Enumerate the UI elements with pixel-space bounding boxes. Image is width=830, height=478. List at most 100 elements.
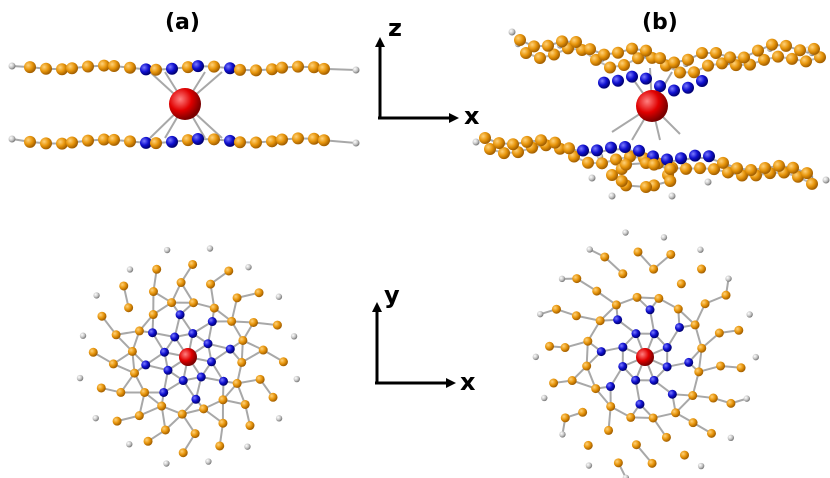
hydrogen-atom xyxy=(725,275,732,282)
nitrogen-atom xyxy=(649,375,659,385)
carbon-atom xyxy=(734,325,744,335)
nitrogen-atom xyxy=(178,376,188,386)
nitrogen-atom xyxy=(668,84,680,97)
carbon-atom xyxy=(697,264,707,274)
carbon-atom xyxy=(108,60,120,73)
carbon-atom xyxy=(570,35,582,48)
carbon-atom xyxy=(618,269,628,279)
side-view-b xyxy=(472,28,830,200)
carbon-atom xyxy=(582,361,592,371)
nitrogen-atom xyxy=(645,305,655,315)
hydrogen-atom xyxy=(205,458,212,465)
carbon-atom xyxy=(611,300,621,310)
carbon-atom xyxy=(694,162,706,175)
carbon-atom xyxy=(726,398,736,408)
hydrogen-atom xyxy=(8,62,16,70)
carbon-atom xyxy=(493,137,505,150)
carbon-atom xyxy=(584,43,596,56)
carbon-atom xyxy=(671,408,681,418)
carbon-atom xyxy=(572,274,582,284)
carbon-atom xyxy=(258,345,268,355)
carbon-atom xyxy=(752,44,764,57)
x-axis-label-top: x xyxy=(464,102,480,130)
carbon-atom xyxy=(116,387,126,397)
carbon-atom xyxy=(780,39,792,52)
carbon-atom xyxy=(600,252,610,262)
hydrogen-atom xyxy=(586,246,593,253)
carbon-atom xyxy=(276,61,288,74)
nitrogen-atom xyxy=(633,144,645,157)
carbon-atom xyxy=(157,401,167,411)
carbon-atom xyxy=(88,347,98,357)
carbon-atom xyxy=(97,311,107,321)
carbon-atom xyxy=(234,63,246,76)
carbon-atom xyxy=(98,133,110,146)
carbon-atom xyxy=(167,298,177,308)
metal-atom xyxy=(179,348,197,366)
carbon-atom xyxy=(722,166,734,179)
carbon-atom xyxy=(255,374,265,384)
carbon-atom xyxy=(209,303,219,313)
carbon-atom xyxy=(598,48,610,61)
carbon-atom xyxy=(111,330,121,340)
nitrogen-atom xyxy=(577,144,589,157)
hydrogen-atom xyxy=(126,266,134,273)
x-axis-label-bottom: x xyxy=(460,368,476,396)
carbon-atom xyxy=(96,383,106,393)
hydrogen-atom xyxy=(79,332,87,339)
carbon-atom xyxy=(148,310,158,320)
carbon-atom xyxy=(528,40,540,53)
carbon-atom xyxy=(582,156,594,169)
nitrogen-atom xyxy=(606,382,616,392)
carbon-atom xyxy=(178,448,188,458)
nitrogen-atom xyxy=(598,76,610,89)
carbon-atom xyxy=(620,158,632,171)
carbon-atom xyxy=(731,162,743,175)
carbon-atom xyxy=(787,161,799,174)
hydrogen-atom xyxy=(93,292,100,299)
carbon-atom xyxy=(647,458,657,468)
carbon-atom xyxy=(592,286,602,296)
metal-atom xyxy=(636,348,654,366)
carbon-atom xyxy=(640,181,652,193)
carbon-atom xyxy=(714,328,724,338)
carbon-atom xyxy=(571,311,581,321)
nitrogen-atom xyxy=(605,141,617,154)
carbon-atom xyxy=(82,60,94,73)
carbon-atom xyxy=(292,60,304,73)
y-axis-label: y xyxy=(384,281,400,309)
carbon-atom xyxy=(112,416,122,426)
nitrogen-atom xyxy=(218,376,228,386)
carbon-atom xyxy=(706,428,716,438)
carbon-atom xyxy=(318,134,330,147)
hydrogen-atom xyxy=(352,139,360,147)
carbon-atom xyxy=(649,264,659,274)
hydrogen-atom xyxy=(508,28,516,36)
hydrogen-atom xyxy=(704,178,712,186)
carbon-atom xyxy=(535,134,547,147)
carbon-atom xyxy=(688,418,698,428)
carbon-atom xyxy=(254,288,264,298)
nitrogen-atom xyxy=(141,360,151,370)
carbon-atom xyxy=(549,378,559,388)
panel-label-a: (a) xyxy=(165,10,200,35)
nitrogen-atom xyxy=(613,315,623,325)
carbon-atom xyxy=(232,378,242,388)
nitrogen-atom xyxy=(170,332,180,342)
nitrogen-atom xyxy=(618,342,628,352)
carbon-atom xyxy=(56,63,68,76)
carbon-atom xyxy=(591,384,601,394)
carbon-atom xyxy=(618,59,630,72)
nitrogen-atom xyxy=(596,347,606,357)
hydrogen-atom xyxy=(608,192,616,200)
carbon-atom xyxy=(148,287,158,297)
nitrogen-atom xyxy=(224,134,236,147)
carbon-atom xyxy=(208,60,220,73)
carbon-atom xyxy=(664,163,677,175)
carbon-atom xyxy=(206,279,216,289)
carbon-atom xyxy=(238,335,248,345)
carbon-atom xyxy=(654,293,664,303)
nitrogen-atom xyxy=(696,74,708,87)
hydrogen-atom xyxy=(275,293,283,300)
